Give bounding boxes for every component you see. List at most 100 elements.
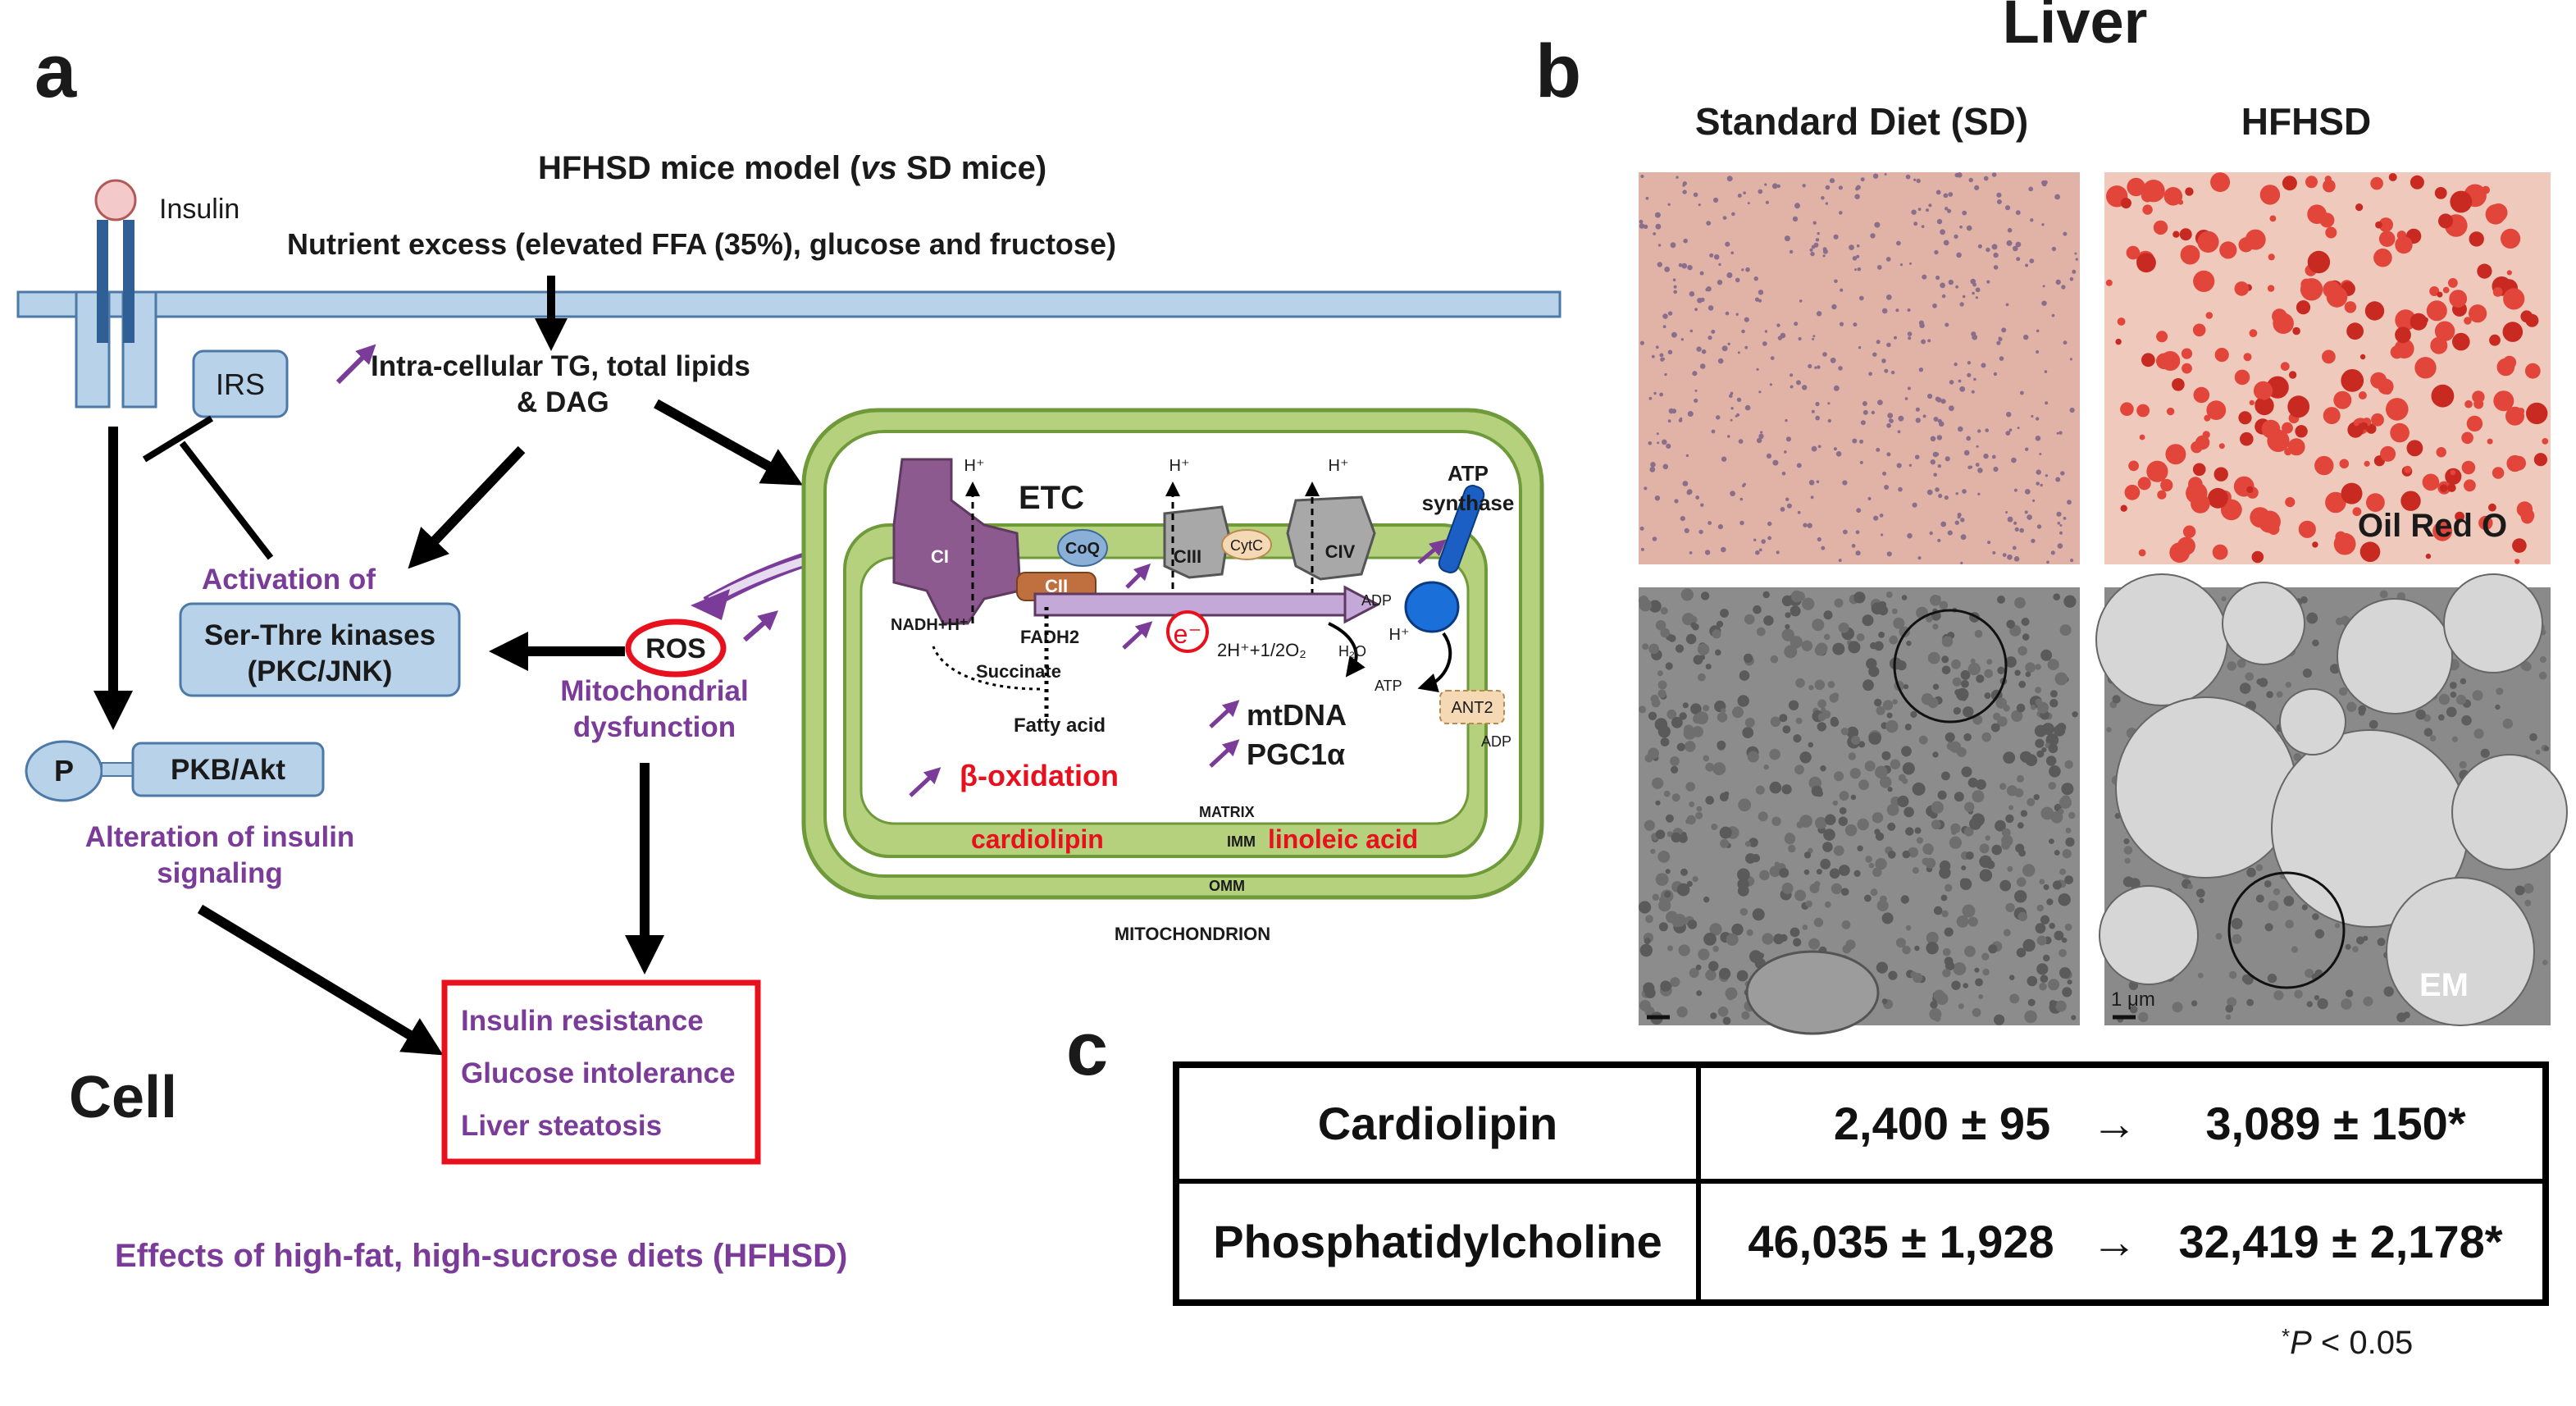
pgc1a-label: PGC1α (1247, 737, 1345, 771)
irs-box (192, 349, 289, 418)
hplus-1: H⁺ (964, 457, 985, 475)
increase-arrow-mtdna (1209, 700, 1240, 728)
increase-arrow-tg (335, 344, 376, 385)
micrograph-sd-oil-red-o (1639, 172, 2080, 564)
electron-label: e⁻ (1174, 619, 1202, 649)
mito-dysfunction-line2: dysfunction (573, 711, 736, 743)
matrix-label: MATRIX (1199, 804, 1255, 820)
kinases-box (179, 602, 461, 697)
cell-label: Cell (69, 1065, 177, 1130)
ant2-label: ANT2 (1451, 699, 1493, 717)
panel-letter-a: a (34, 30, 77, 113)
phospho-label: P (54, 754, 74, 787)
succinate-label: Succinate (976, 661, 1061, 682)
alteration-line1: Alteration of insulin (85, 821, 355, 853)
cytc-label: CytC (1230, 537, 1263, 554)
proton-arrows (965, 482, 1320, 623)
table-row: Phosphatidylcholine 46,035 ± 1,928 → 32,… (1179, 1184, 2542, 1299)
outcome-liver-steatosis: Liver steatosis (461, 1110, 662, 1142)
footnote: *P < 0.05 (2282, 1324, 2413, 1361)
irs-label: IRS (216, 367, 265, 401)
hfhsd-lipid-droplets (2105, 172, 2549, 564)
mito-dysfunction-line1: Mitochondrial (560, 675, 748, 707)
row-name-phosphatidylcholine: Phosphatidylcholine (1179, 1184, 1701, 1299)
increase-arrow-pgc1a (1209, 739, 1240, 768)
inhibition-line (179, 441, 274, 560)
coq-label: CoQ (1065, 540, 1100, 558)
complex-iii (1163, 505, 1230, 579)
fatty-acid-path-1 (932, 646, 1041, 691)
inhibition-bar (142, 415, 214, 463)
electron-circle (1166, 610, 1209, 653)
mtdna-label: mtDNA (1247, 698, 1347, 732)
scale-bar-label: 1 μm (2111, 988, 2155, 1011)
increase-arrow-electron (1122, 621, 1153, 650)
ros-label: ROS (645, 633, 706, 664)
complex-iii-label: CIII (1174, 546, 1201, 567)
column-header-hfhsd: HFHSD (2241, 100, 2371, 143)
increase-arrow-ros (743, 610, 779, 642)
linoleic-acid-label: linoleic acid (1268, 824, 1418, 854)
nutrient-excess-label: Nutrient excess (elevated FFA (35%), glu… (287, 227, 1116, 261)
sd-em-texture (1639, 588, 2078, 1025)
row-before-cardiolipin: 2,400 ± 95 (1833, 1098, 2051, 1149)
row-after-phosphatidylcholine: 32,419 ± 2,178* (2178, 1216, 2503, 1267)
liver-title: Liver (2003, 0, 2148, 56)
row-arrow-phosphatidylcholine: → (2091, 1216, 2137, 1267)
increase-arrow-atp (1417, 539, 1447, 564)
caption-label: Effects of high-fat, high-sucrose diets … (115, 1238, 847, 1274)
pkb-box (131, 742, 325, 797)
water-reaction-label: 2H⁺+1/2O₂ (1217, 640, 1306, 660)
oil-red-o-label: Oil Red O (2358, 508, 2507, 544)
row-name-cardiolipin: Cardiolipin (1179, 1068, 1701, 1179)
adp-label-2: ADP (1481, 733, 1511, 750)
em-label: EM (2419, 967, 2469, 1003)
activation-of-label: Activation of (202, 564, 376, 596)
omm-label: OMM (1209, 878, 1245, 894)
arrow-tg-to-activation (408, 445, 526, 569)
increase-arrow-complex (1125, 563, 1151, 589)
hplus-3: H⁺ (1329, 457, 1349, 475)
arrow-tg-to-mito (654, 399, 803, 486)
row-before-phosphatidylcholine: 46,035 ± 1,928 (1748, 1216, 2054, 1267)
cell-membrane (16, 290, 1562, 318)
cardiolipin-label: cardiolipin (971, 824, 1104, 854)
nadh-label: NADH+H⁺ (891, 616, 968, 634)
hplus-2: H⁺ (1169, 457, 1190, 475)
beta-oxidation-label: β-oxidation (960, 759, 1119, 792)
insulin-molecule (94, 179, 137, 221)
complex-i-label: CI (931, 546, 949, 567)
complex-iv (1286, 495, 1376, 581)
pkb-label: PKB/Akt (171, 754, 285, 786)
alteration-line2: signaling (157, 857, 283, 889)
imm-label: IMM (1227, 833, 1256, 850)
increase-arrow-beta (909, 767, 941, 797)
etc-label: ETC (1019, 480, 1084, 516)
insulin-receptor (75, 179, 157, 409)
ant2-box (1439, 690, 1505, 724)
hplus-4: H⁺ (1389, 626, 1410, 644)
row-after-cardiolipin: 3,089 ± 150* (2205, 1098, 2466, 1149)
mitochondrion-label: MITOCHONDRION (1115, 924, 1270, 944)
lipid-table: Cardiolipin 2,400 ± 95 → 3,089 ± 150* Ph… (1173, 1061, 2549, 1306)
cytc (1221, 529, 1272, 560)
column-header-sd: Standard Diet (SD) (1695, 100, 2028, 143)
kinases-line2: (PKC/JNK) (248, 655, 393, 687)
panel-letter-c: c (1066, 1007, 1108, 1091)
atp-synthase-line1: ATP (1448, 461, 1489, 486)
fadh2-label: FADH2 (1020, 627, 1079, 647)
complex-i (892, 458, 1022, 625)
complex-iv-label: CIV (1325, 541, 1356, 562)
model-title: HFHSD mice model (vs SD mice) (538, 150, 1046, 186)
panel-letter-b: b (1535, 30, 1581, 113)
outcome-glucose-intolerance: Glucose intolerance (461, 1057, 736, 1089)
intracellular-tg-line1: Intra-cellular TG, total lipids (371, 350, 750, 382)
table-row: Cardiolipin 2,400 ± 95 → 3,089 ± 150* (1179, 1068, 2542, 1184)
em-circle-sd (1893, 609, 2008, 724)
insulin-label: Insulin (159, 194, 239, 225)
atp-label: ATP (1375, 678, 1402, 694)
adp-label: ADP (1361, 592, 1392, 609)
fatty-acid-label: Fatty acid (1014, 714, 1106, 737)
